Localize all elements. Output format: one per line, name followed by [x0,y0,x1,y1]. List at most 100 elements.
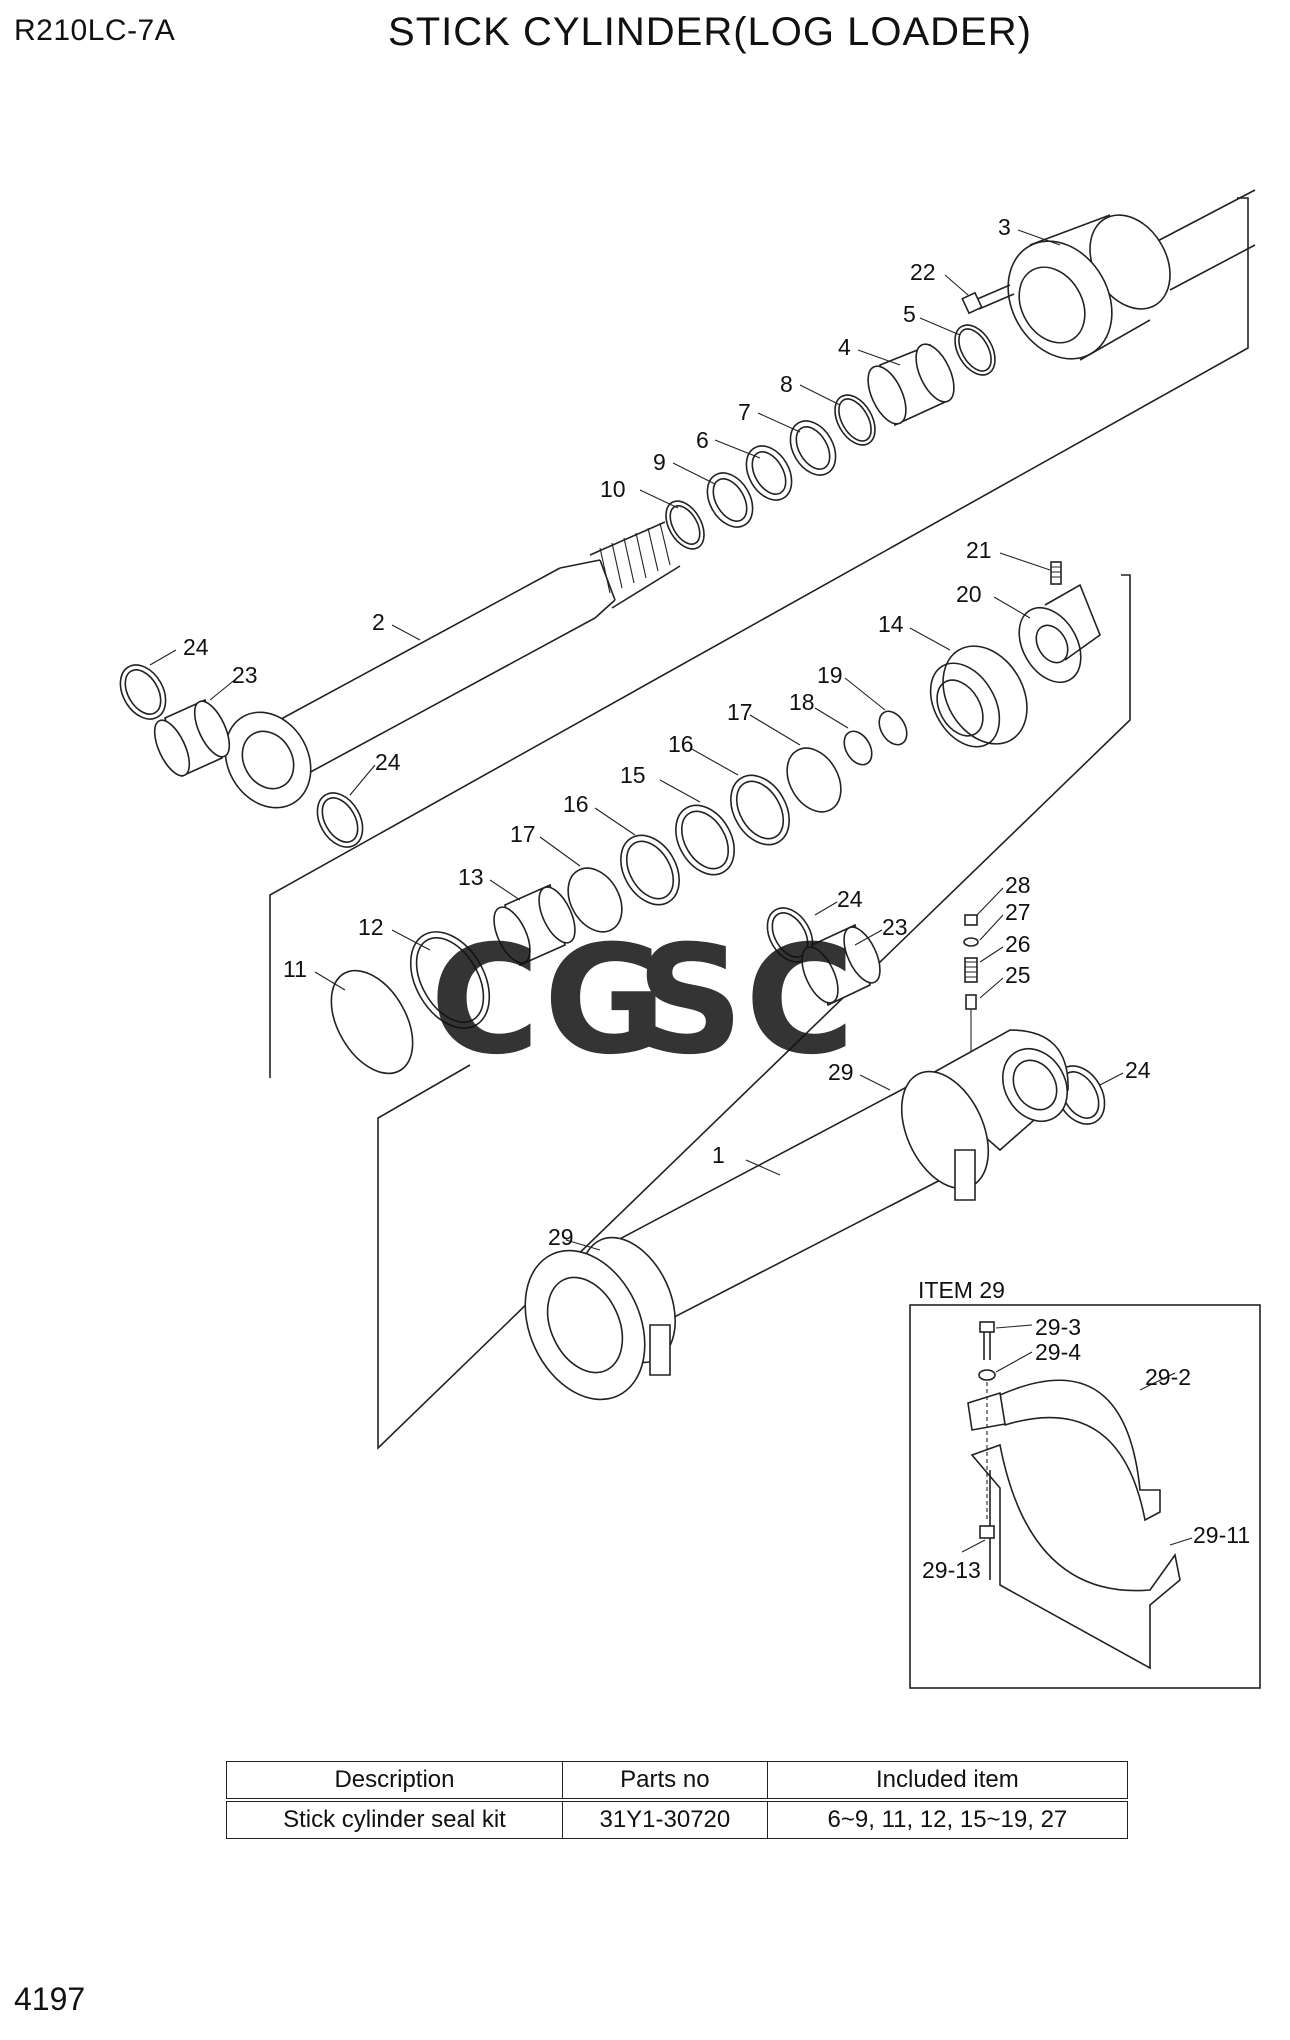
callout-23-a: 23 [232,662,258,688]
part-16-ring-a [730,774,790,846]
part-24-ring-a [119,664,167,720]
callout-13: 13 [458,864,484,890]
callout-7: 7 [738,399,751,425]
callout-3: 3 [998,214,1011,240]
part-8-seal [834,394,876,446]
callout-20: 20 [956,581,982,607]
callout-22: 22 [910,259,936,285]
callout-10: 10 [600,476,626,502]
inset-label-29-2: 29-2 [1145,1364,1191,1390]
col-description: Description [226,1761,563,1802]
watermark-letter: C [430,914,540,1088]
piston-parts [330,561,1101,1075]
bolt-22 [961,284,1015,315]
part-15-seal [675,804,735,876]
callout-15: 15 [620,762,646,788]
part-17-seal-b [567,867,623,933]
watermark-letter: S [636,914,744,1088]
part-28-plug [964,914,978,926]
callout-21: 21 [966,537,992,563]
watermark-letter: G [543,914,666,1088]
callout-9: 9 [653,449,666,475]
inset-label-29-4: 29-4 [1035,1339,1081,1365]
callout-24-c: 24 [837,886,863,912]
part-6-seal [745,445,793,501]
callout-1: 1 [712,1142,725,1168]
callout-24-a: 24 [183,634,209,660]
cell-parts-no: 31Y1-30720 [561,1799,768,1839]
part-14-piston [942,645,1028,745]
clamp-bracket-29-11 [970,1443,1181,1670]
part-20-nut [1018,607,1082,683]
rod-assembly [224,521,681,809]
callout-6: 6 [696,427,709,453]
model-code: R210LC-7A [14,14,176,47]
col-included-item: Included item [766,1761,1129,1802]
callout-11: 11 [283,956,307,982]
callout-labels: 3 22 5 4 8 7 6 9 10 2 24 23 24 21 20 14 … [183,214,1151,1250]
callout-16-b: 16 [563,791,589,817]
part-26-spring [964,957,978,983]
lower-panel-outline [377,574,1131,1450]
upper-panel-outline [269,197,1249,1078]
cell-description: Stick cylinder seal kit [226,1799,563,1839]
part-25-ball [965,994,977,1010]
rod-eye [224,711,312,809]
cylinder-tube [524,1029,1069,1401]
part-21-setscrew [1050,561,1062,585]
callout-28: 28 [1005,872,1031,898]
leader-lines [149,229,1124,1251]
callout-17-b: 17 [510,821,536,847]
part-9-seal [706,472,754,528]
col-parts-no: Parts no [561,1761,768,1802]
part-5-ring [954,324,996,376]
watermark-letter: C [745,914,855,1088]
washer-29-4 [978,1369,996,1381]
part-19-ring [878,710,908,746]
cell-included-item: 6~9, 11, 12, 15~19, 27 [766,1799,1129,1839]
rod-seal-parts [119,324,996,848]
callout-5: 5 [903,301,916,327]
table-row: Stick cylinder seal kit 31Y1-30720 6~9, … [226,1799,1129,1839]
inset-frame [909,1304,1261,1689]
inset-title: ITEM 29 [918,1277,1005,1303]
callout-19: 19 [817,662,843,688]
callout-27: 27 [1005,899,1031,925]
part-27-oring [963,937,979,947]
seal-kit-table: Description Parts no Included item Stick… [226,1761,1129,1839]
callout-4: 4 [838,334,851,360]
cylinder-head [1007,189,1256,361]
panel-outlines [269,197,1249,1450]
callout-29-b: 29 [548,1224,574,1250]
callout-17-a: 17 [727,699,753,725]
inset-label-29-13: 29-13 [922,1557,981,1583]
part-24-ring-b [316,792,364,848]
callout-29-a: 29 [828,1059,854,1085]
callout-12: 12 [358,914,384,940]
callout-25: 25 [1005,962,1031,988]
callout-18: 18 [789,689,815,715]
callout-26: 26 [1005,931,1031,957]
callout-14: 14 [878,611,904,637]
callout-2: 2 [372,609,385,635]
bolt-29-3-head [979,1321,995,1333]
callout-16-a: 16 [668,731,694,757]
part-18-ring [843,730,873,766]
item-29-inset: ITEM 29 29-3 29-4 29-2 29-11 29-13 [909,1277,1261,1689]
inset-label-29-3: 29-3 [1035,1314,1081,1340]
part-12-ring [409,931,491,1029]
callout-24-b: 24 [375,749,401,775]
part-16-ring-b [620,834,680,906]
part-10-wiper [665,500,705,550]
page-number: 4197 [14,1981,86,2017]
tube-flange [524,1249,646,1401]
callout-23-b: 23 [882,914,908,940]
callout-8: 8 [780,371,793,397]
part-17-seal-a [786,747,842,813]
table-header-row: Description Parts no Included item [226,1761,1129,1802]
part-11-oring [330,969,414,1075]
clamp-band-29-2 [999,1379,1161,1522]
inset-label-29-11: 29-11 [1193,1522,1250,1548]
